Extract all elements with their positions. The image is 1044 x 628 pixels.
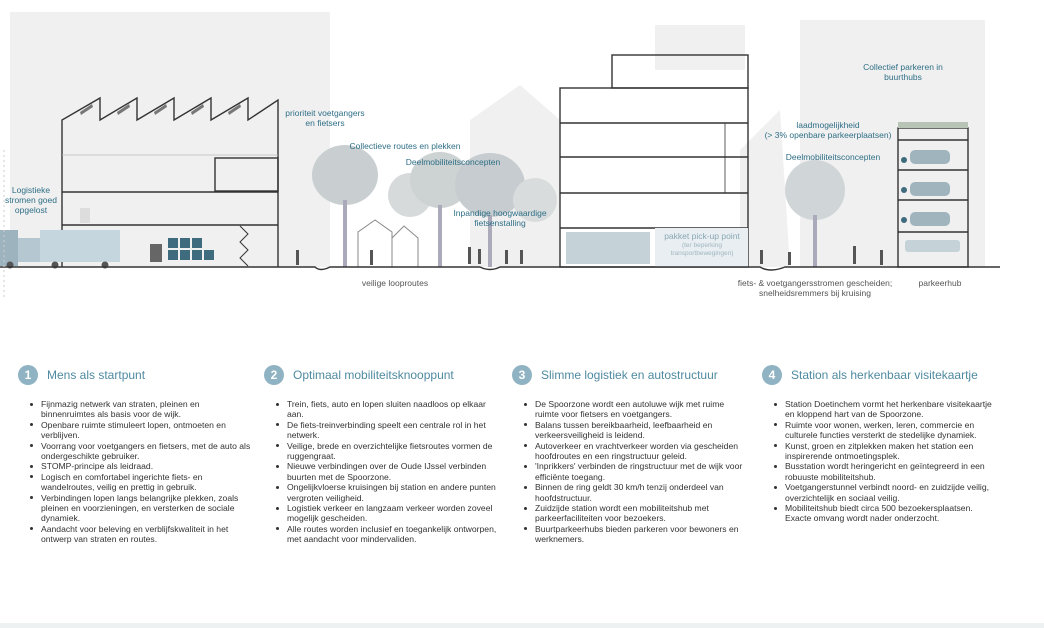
- list-item: Nieuwe verbindingen over de Oude IJssel …: [276, 461, 500, 482]
- label-inpandige: Inpandige hoogwaardige fietsenstalling: [453, 208, 547, 228]
- roof-solar-panels: [80, 104, 241, 115]
- list-item: Alle routes worden inclusief en toeganke…: [276, 524, 500, 545]
- column-4-number-badge: 4: [762, 365, 782, 385]
- label-collectief-parkeren: Collectief parkeren in buurthubs: [863, 62, 943, 82]
- delivery-truck: [0, 208, 120, 269]
- column-1-title: Mens als startpunt: [47, 368, 146, 382]
- factory-building: [61, 96, 279, 267]
- list-item: Openbare ruimte stimuleert lopen, ontmoe…: [30, 420, 254, 441]
- list-item: Veilige, brede en overzichtelijke fietsr…: [276, 441, 500, 462]
- label-laadmogelijkheid: laadmogelijkheid (> 3% openbare parkeerp…: [764, 120, 892, 140]
- list-item: Balans tussen bereikbaarheid, leefbaarhe…: [524, 420, 748, 441]
- pickup-point-box: [655, 228, 748, 267]
- list-item: Fijnmazig netwerk van straten, pleinen e…: [30, 399, 254, 420]
- list-item: Ongelijkvloerse kruisingen bij station e…: [276, 482, 500, 503]
- green-roof: [898, 122, 968, 128]
- list-item: Mobiliteitshub biedt circa 500 bezoekers…: [774, 503, 998, 524]
- column-1-header: 1 Mens als startpunt: [18, 363, 254, 387]
- column-3-header: 3 Slimme logistiek en autostructuur: [512, 363, 748, 387]
- small-house: [357, 219, 419, 267]
- list-item: Logisch en comfortabel ingerichte fiets-…: [30, 472, 254, 493]
- column-4-points: Station Doetinchem vormt het herkenbare …: [762, 399, 998, 524]
- list-item: Binnen de ring geldt 30 km/h tenzij onde…: [524, 482, 748, 503]
- column-4-title: Station als herkenbaar visitekaartje: [791, 368, 978, 382]
- list-item: STOMP-principe als leidraad.: [30, 461, 254, 471]
- column-2-points: Trein, fiets, auto en lopen sluiten naad…: [264, 399, 500, 545]
- label-pakket-title: pakket pick-up point: [664, 231, 740, 241]
- street-section-illustration: [0, 12, 1000, 300]
- column-2-number-badge: 2: [264, 365, 284, 385]
- footer-strip: [0, 623, 1044, 628]
- label-prioriteit: prioriteit voetgangers en fietsers: [285, 108, 365, 128]
- list-item: Verbindingen lopen langs belangrijke ple…: [30, 493, 254, 524]
- label-pakket-sub: (ter beperking transportbewegingen): [670, 242, 734, 257]
- list-item: Aandacht voor beleving en verblijfskwali…: [30, 524, 254, 545]
- column-2-header: 2 Optimaal mobiliteitsknooppunt: [264, 363, 500, 387]
- pallet-boxes: [150, 238, 214, 262]
- list-item: Kunst, groen en zitplekken maken het sta…: [774, 441, 998, 462]
- column-2-title: Optimaal mobiliteitsknooppunt: [293, 368, 454, 382]
- trees: [312, 145, 845, 267]
- list-item: Zuidzijde station wordt een mobiliteitsh…: [524, 503, 748, 524]
- list-item: De fiets-treinverbinding speelt een cent…: [276, 420, 500, 441]
- column-4: 4 Station als herkenbaar visitekaartje S…: [762, 363, 998, 524]
- column-2: 2 Optimaal mobiliteitsknooppunt Trein, f…: [264, 363, 500, 545]
- label-deelmobiliteit-1: Deelmobiliteitsconcepten: [405, 157, 501, 167]
- label-collectieve-routes: Collectieve routes en plekken: [349, 141, 461, 151]
- column-3-number-badge: 3: [512, 365, 532, 385]
- bicycle-storage: [566, 232, 650, 264]
- column-3: 3 Slimme logistiek en autostructuur De S…: [512, 363, 748, 545]
- label-parkeerhub: parkeerhub: [918, 278, 962, 288]
- list-item: Voorrang voor voetgangers en fietsers, m…: [30, 441, 254, 462]
- list-item: Logistiek verkeer en langzaam verkeer wo…: [276, 503, 500, 524]
- list-item: De Spoorzone wordt een autoluwe wijk met…: [524, 399, 748, 420]
- column-3-points: De Spoorzone wordt een autoluwe wijk met…: [512, 399, 748, 545]
- column-1: 1 Mens als startpunt Fijnmazig netwerk v…: [18, 363, 254, 545]
- list-item: Buurtparkeerhubs bieden parkeren voor be…: [524, 524, 748, 545]
- label-fietsstromen: fiets- & voetgangersstromen gescheiden; …: [737, 278, 893, 298]
- column-4-header: 4 Station als herkenbaar visitekaartje: [762, 363, 998, 387]
- list-item: Voetgangerstunnel verbindt noord- en zui…: [774, 482, 998, 503]
- ground-line: [0, 266, 1000, 271]
- list-item: Trein, fiets, auto en lopen sluiten naad…: [276, 399, 500, 420]
- column-3-title: Slimme logistiek en autostructuur: [541, 368, 718, 382]
- list-item: Autoverkeer en vrachtverkeer worden via …: [524, 441, 748, 462]
- list-item: Ruimte voor wonen, werken, leren, commer…: [774, 420, 998, 441]
- list-item: Station Doetinchem vormt het herkenbare …: [774, 399, 998, 420]
- parked-cars: [905, 150, 960, 252]
- people-figures: [296, 246, 883, 265]
- label-logistiek: Logistieke stromen goed opgelost: [5, 185, 57, 215]
- label-deelmobiliteit-2: Deelmobiliteitsconcepten: [785, 152, 881, 162]
- background-silhouettes: [10, 12, 985, 267]
- charging-points: [901, 157, 907, 223]
- list-item: 'Inprikkers' verbinden de ringstructuur …: [524, 461, 748, 482]
- list-item: Busstation wordt heringericht en geïnteg…: [774, 461, 998, 482]
- column-1-points: Fijnmazig netwerk van straten, pleinen e…: [18, 399, 254, 545]
- column-1-number-badge: 1: [18, 365, 38, 385]
- label-looproutes: veilige looproutes: [361, 278, 429, 288]
